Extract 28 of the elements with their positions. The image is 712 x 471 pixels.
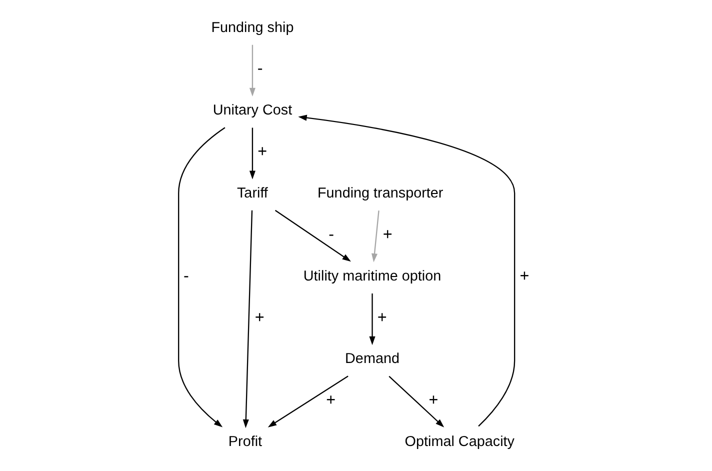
node-text: Profit [228,434,262,450]
node-text: Funding ship [210,20,294,36]
edge-label: - [328,225,334,244]
arrow [248,44,255,96]
edge-label: + [254,308,264,326]
node-text: Funding transporter [317,185,443,202]
edge-label: + [519,266,529,285]
arrow [371,210,379,262]
node-text: Demand [344,351,399,368]
arrow [178,127,225,428]
edge-label: + [326,391,336,410]
edge-label: + [382,225,392,244]
arrow [242,210,252,428]
arrow [298,114,515,427]
edge-label: + [428,391,438,410]
edge-label: - [183,266,188,285]
edge-label: + [376,308,386,326]
arrow [388,376,444,428]
arrow [267,376,348,428]
node-text: Tariff [236,185,268,202]
arrow [368,293,375,346]
node-text: Utility maritime option [302,268,441,284]
arrow [248,128,255,180]
arrow [274,210,350,262]
node-text: Optimal Capacity [404,434,514,450]
edge-label: + [257,142,267,161]
node-text: Unitary Cost [212,102,292,119]
edge-label: - [256,60,262,78]
